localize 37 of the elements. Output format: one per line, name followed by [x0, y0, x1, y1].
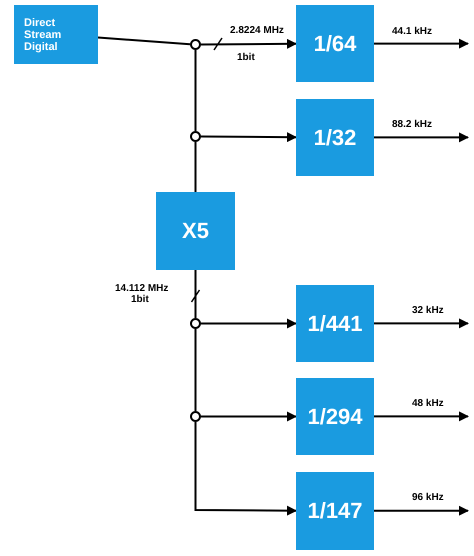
signal-label: 2.8224 MHz: [230, 25, 284, 36]
edge-label: 32 kHz: [412, 305, 444, 316]
arrow: [201, 318, 297, 328]
edge-label: 44.1 kHz: [392, 26, 432, 37]
arrow: [194, 422, 297, 516]
box-label: 1/147: [307, 498, 363, 524]
process-box: [296, 378, 374, 455]
box-label: X5: [182, 218, 209, 244]
arrow: [374, 411, 469, 422]
signal-label: 1bit: [237, 52, 255, 63]
signal-label: 14.112 MHz: [115, 283, 168, 294]
arrow: [374, 318, 469, 328]
arrow: [201, 132, 297, 142]
edge-label: 88.2 kHz: [392, 119, 432, 130]
box-label: Direct Stream Digital: [24, 16, 62, 52]
arrow: [374, 38, 469, 49]
process-box: [296, 99, 374, 176]
arrow: [374, 506, 469, 516]
box-label: 1/294: [307, 404, 363, 430]
junction-dot: [190, 131, 201, 142]
box-label: 1/32: [314, 124, 356, 150]
box-label: 1/64: [314, 30, 356, 56]
arrow: [374, 132, 469, 142]
process-box: [296, 5, 374, 82]
junction-dot: [190, 411, 201, 422]
edge-label: 96 kHz: [412, 492, 444, 503]
process-box: [296, 285, 374, 362]
process-box: [14, 5, 98, 64]
arrow: [201, 38, 297, 49]
edge-label: 48 kHz: [412, 398, 444, 409]
junction-dot: [190, 39, 201, 50]
arrow: [201, 412, 297, 422]
process-box: [296, 472, 374, 550]
junction-dot: [190, 318, 201, 329]
signal-label: 1bit: [131, 294, 149, 305]
process-box: [156, 192, 235, 270]
box-label: 1/441: [307, 310, 363, 336]
